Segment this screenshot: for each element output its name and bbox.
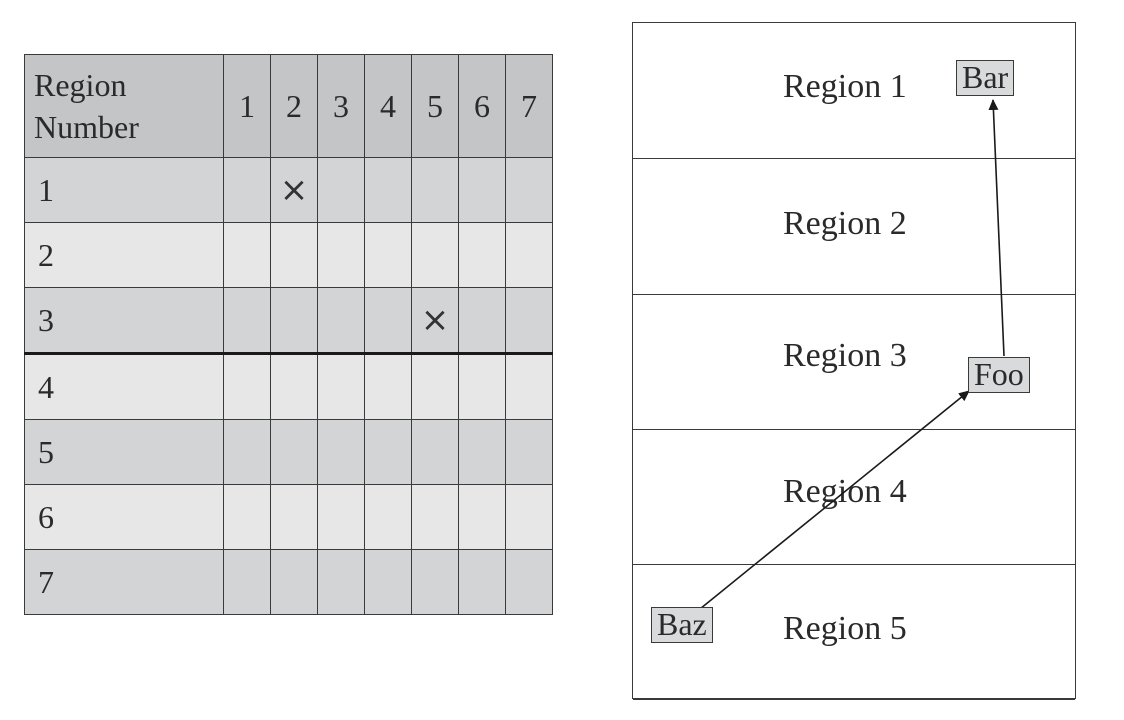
column-header: 1	[223, 54, 271, 158]
table-cell	[223, 353, 271, 420]
row-header: 2	[24, 222, 224, 288]
corner-label-line-2: Number	[34, 109, 139, 145]
table-cell	[411, 549, 459, 615]
region-band-4: Region 4	[633, 430, 1075, 565]
table-cell	[364, 287, 412, 355]
table-cell	[458, 287, 506, 355]
table-cell	[458, 549, 506, 615]
table-row: 2	[24, 222, 553, 288]
table-cell	[270, 484, 318, 550]
table-cell	[411, 353, 459, 420]
table-row: 6	[24, 484, 553, 550]
table-row: 1×	[24, 157, 553, 223]
marked-cell: ×	[411, 287, 459, 355]
table-cell	[411, 157, 459, 223]
table-cell	[317, 353, 365, 420]
row-header: 5	[24, 419, 224, 485]
table-cell	[223, 287, 271, 355]
table-cell	[223, 157, 271, 223]
table-cell	[505, 287, 553, 355]
table-cell	[458, 484, 506, 550]
column-header: 6	[458, 54, 506, 158]
region-band-2: Region 2	[633, 159, 1075, 295]
region-band-1: Region 1	[633, 23, 1075, 159]
table-row: 4	[24, 353, 553, 420]
corner-label-line-1: Region	[34, 67, 127, 103]
table-cell	[458, 353, 506, 420]
region-label: Region 1	[783, 68, 907, 105]
table-cell	[223, 484, 271, 550]
table-cell	[317, 419, 365, 485]
table-cell	[364, 222, 412, 288]
table-cell	[505, 157, 553, 223]
region-label: Region 3	[783, 337, 907, 374]
table-cell	[364, 549, 412, 615]
node-bar: Bar	[956, 60, 1015, 96]
row-header: 1	[24, 157, 224, 223]
region-label: Region 5	[783, 610, 907, 647]
table-cell	[505, 419, 553, 485]
table-cell	[270, 287, 318, 355]
row-header: 3	[24, 287, 224, 355]
table-cell	[364, 419, 412, 485]
table-cell	[411, 484, 459, 550]
node-foo: Foo	[968, 357, 1030, 393]
table-row: 7	[24, 549, 553, 615]
column-header: 7	[505, 54, 553, 158]
table-cell	[317, 549, 365, 615]
table-cell	[270, 549, 318, 615]
row-header: 6	[24, 484, 224, 550]
region-band-3: Region 3	[633, 295, 1075, 430]
table-cell	[458, 222, 506, 288]
table-cell	[223, 419, 271, 485]
table-cell	[505, 353, 553, 420]
table-cell	[317, 287, 365, 355]
table-cell	[317, 484, 365, 550]
table-cell	[411, 222, 459, 288]
node-baz: Baz	[651, 607, 713, 643]
column-header: 2	[270, 54, 318, 158]
column-header: 3	[317, 54, 365, 158]
region-diagram: Region 1 Region 2 Region 3 Region 4 Regi…	[632, 22, 1076, 700]
table-row: 3×	[24, 287, 553, 355]
table-cell	[505, 484, 553, 550]
table-cell	[364, 353, 412, 420]
table-cell	[223, 222, 271, 288]
table-cell	[458, 157, 506, 223]
table-cell	[364, 157, 412, 223]
table-cell	[411, 419, 459, 485]
table-cell	[270, 419, 318, 485]
region-band-5: Region 5	[633, 565, 1075, 700]
table-cell	[223, 549, 271, 615]
marked-cell: ×	[270, 157, 318, 223]
table-cell	[364, 484, 412, 550]
table-row: 5	[24, 419, 553, 485]
row-header: 4	[24, 353, 224, 420]
table-cell	[317, 157, 365, 223]
corner-header: Region Number	[24, 54, 224, 158]
table-cell	[270, 222, 318, 288]
row-header: 7	[24, 549, 224, 615]
table-cell	[458, 419, 506, 485]
region-label: Region 2	[783, 205, 907, 242]
region-label: Region 4	[783, 473, 907, 510]
column-header: 4	[364, 54, 412, 158]
column-header: 5	[411, 54, 459, 158]
table-cell	[505, 222, 553, 288]
table-cell	[317, 222, 365, 288]
table-header-row: Region Number 1 2 3 4 5 6 7	[24, 54, 553, 158]
table-cell	[270, 353, 318, 420]
table-cell	[505, 549, 553, 615]
